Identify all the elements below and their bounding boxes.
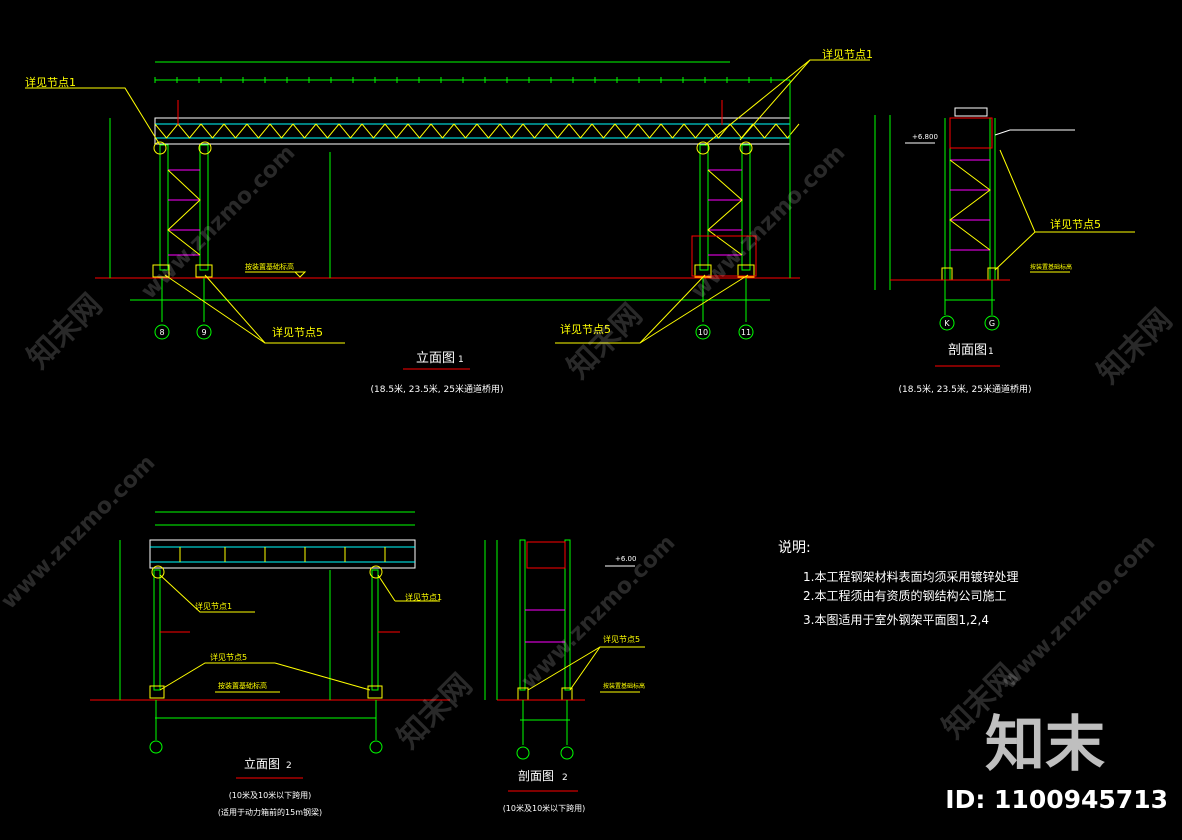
watermark-text: 知末网 — [1091, 302, 1179, 390]
axis-label: 9 — [201, 328, 206, 337]
axis-label: K — [944, 319, 950, 328]
section-1 — [874, 107, 1135, 315]
ground-label: 按装置基础标高 — [603, 682, 645, 690]
detail-5-label: 详见节点5 — [603, 634, 640, 644]
watermark-text: 知末网 — [561, 297, 649, 385]
view-subtitle: (18.5米, 23.5米, 25米通道桥用) — [899, 383, 1032, 395]
note-item: 2.本工程须由有资质的钢结构公司施工 — [803, 588, 1006, 603]
detail-5-label: 详见节点5 — [1050, 217, 1101, 231]
watermark-text: www.znzmo.com — [517, 530, 681, 694]
view-title: 立面图 — [416, 351, 455, 366]
elevation-2 — [90, 511, 450, 740]
axis-label: 8 — [159, 328, 164, 337]
detail-1-label: 详见节点1 — [25, 75, 76, 89]
watermark-text: www.znzmo.com — [0, 450, 160, 614]
watermark-text: www.znzmo.com — [137, 140, 301, 304]
watermark-text: www.znzmo.com — [997, 530, 1161, 694]
note-item: 1.本工程钢架材料表面均须采用镀锌处理 — [803, 569, 1018, 584]
detail-1-label: 详见节点1 — [195, 601, 232, 611]
axis-label: 10 — [698, 328, 708, 337]
view-number: 1 — [988, 347, 994, 357]
axis-bubbles-e1: 8 9 10 11 — [154, 324, 754, 340]
view-subtitle: (18.5米, 23.5米, 25米通道桥用) — [371, 383, 504, 395]
watermark-text: www.znzmo.com — [687, 140, 851, 304]
elevation-1 — [25, 59, 870, 344]
view-number: 1 — [458, 355, 464, 365]
notes-heading: 说明: — [778, 540, 811, 556]
ground-label: 按装置基础标高 — [218, 681, 267, 690]
detail-5-label: 详见节点5 — [210, 652, 247, 662]
axis-label: 11 — [741, 328, 751, 337]
watermark-text: 知末网 — [391, 667, 479, 755]
notes: 说明: 1.本工程钢架材料表面均须采用镀锌处理 2.本工程须由有资质的钢结构公司… — [778, 540, 1018, 627]
view-subtitle: (10米及10米以下跨用) — [503, 803, 586, 813]
ground-label: 按装置基础标高 — [245, 262, 294, 271]
axis-label: G — [989, 319, 995, 328]
brand-logo: 知末 — [985, 710, 1105, 780]
note-item: 3.本图适用于室外钢架平面图1,2,4 — [803, 612, 989, 627]
view-subtitle: (10米及10米以下跨用) — [229, 790, 312, 800]
image-id: ID: 1100945713 — [945, 785, 1168, 814]
watermark-text: 知末网 — [21, 287, 109, 375]
view-subtitle: (适用于动力箱前的15m钢梁) — [218, 807, 322, 817]
view-title: 立面图 — [244, 756, 280, 771]
view-title: 剖面图 — [518, 769, 554, 783]
view-title: 剖面图 — [948, 343, 987, 358]
detail-1-label: 详见节点1 — [405, 592, 442, 602]
view-number: 2 — [286, 761, 292, 771]
detail-5-label: 详见节点5 — [272, 325, 323, 339]
section-2 — [484, 539, 645, 745]
ground-label: 按装置基础标高 — [1030, 263, 1072, 271]
view-number: 2 — [562, 773, 568, 783]
elevation-marker: +6.00 — [615, 555, 636, 563]
detail-1-label: 详见节点1 — [822, 47, 873, 61]
detail-5-label: 详见节点5 — [560, 322, 611, 336]
watermarks: 知末网 知末网 知末网 知末网 知末网 www.znzmo.com www.zn… — [0, 140, 1179, 814]
elevation-marker: +6.800 — [912, 133, 938, 141]
